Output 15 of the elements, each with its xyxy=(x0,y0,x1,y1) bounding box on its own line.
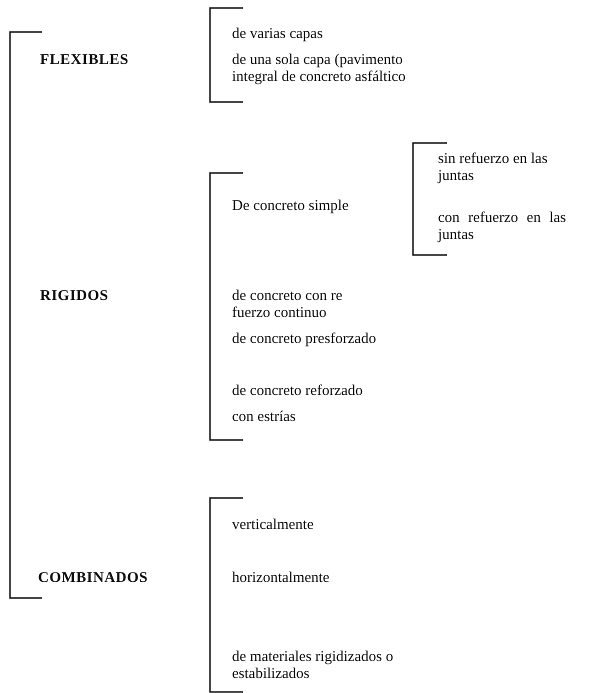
category-item: de materiales rigidizados o estabilizados xyxy=(232,649,394,683)
category-item: con estrías xyxy=(232,409,296,426)
category-item: De concreto simple xyxy=(232,198,349,215)
category-heading: RIGIDOS xyxy=(40,288,109,305)
category-item: con refuerzo en las juntas xyxy=(438,210,566,244)
category-item: de concreto reforzado xyxy=(232,383,363,400)
category-item: horizontalmente xyxy=(232,570,330,587)
category-item: de una sola capa (pavimento integral de concreto asfáltico xyxy=(232,52,407,86)
category-item: sin refuerzo en las juntas xyxy=(438,151,549,185)
category-item: verticalmente xyxy=(232,517,314,534)
category-item: de concreto presforzado xyxy=(232,331,376,348)
category-item: de varias capas xyxy=(232,26,323,43)
category-heading: FLEXIBLES xyxy=(40,52,129,69)
category-heading: COMBINADOS xyxy=(38,570,148,587)
category-item: de concreto con re fuerzo continuo xyxy=(232,288,344,322)
